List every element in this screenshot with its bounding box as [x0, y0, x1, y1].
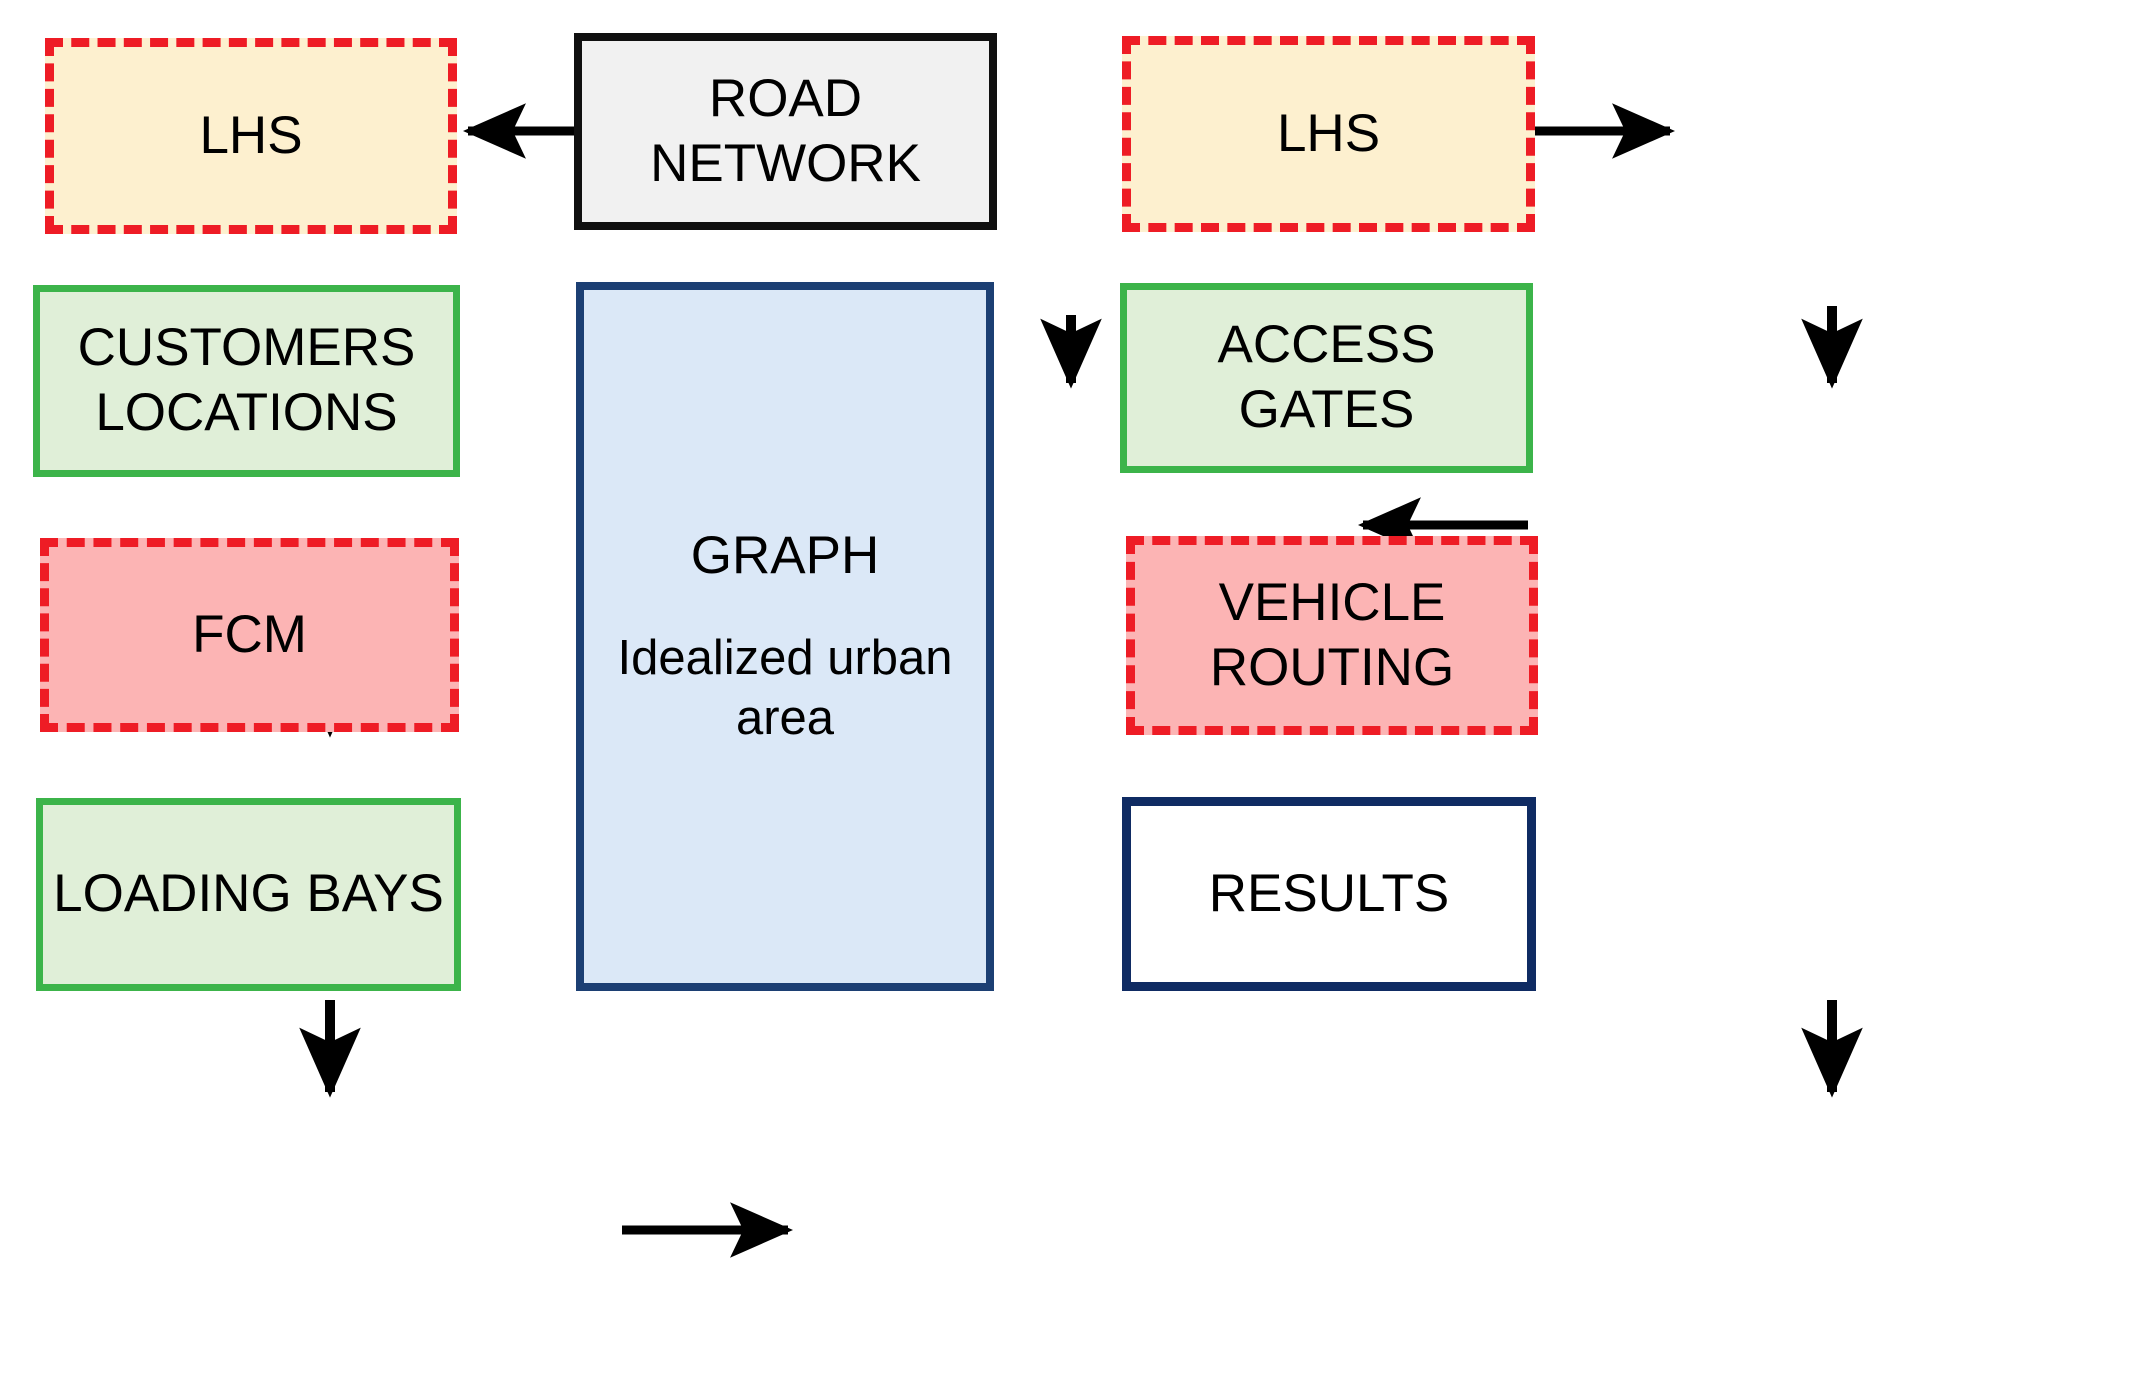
node-fcm[interactable]: FCM [40, 538, 459, 732]
node-results[interactable]: RESULTS [1122, 797, 1536, 991]
node-loading-bays[interactable]: LOADING BAYS [36, 798, 461, 991]
node-road-network-label: ROAD NETWORK [650, 68, 921, 193]
node-customers-locations-label: CUSTOMERS LOCATIONS [77, 318, 416, 442]
node-lhs-right-label: LHS [1276, 103, 1381, 163]
node-fcm-label: FCM [192, 604, 307, 664]
node-lhs-right[interactable]: LHS [1122, 36, 1535, 232]
node-lhs-left-label: LHS [199, 105, 303, 165]
node-lhs-left[interactable]: LHS [45, 38, 457, 234]
node-results-label: RESULTS [1208, 863, 1450, 923]
node-road-network[interactable]: ROAD NETWORK [574, 33, 997, 230]
node-access-gates[interactable]: ACCESS GATES [1120, 283, 1533, 473]
node-vehicle-routing-label: VEHICLE ROUTING [1209, 572, 1455, 697]
node-graph-subtitle: Idealized urban area [617, 631, 953, 745]
node-graph[interactable]: GRAPH Idealized urban area [576, 282, 994, 991]
node-loading-bays-label: LOADING BAYS [53, 864, 444, 924]
node-customers-locations[interactable]: CUSTOMERS LOCATIONS [33, 285, 460, 477]
node-access-gates-label: ACCESS GATES [1217, 315, 1436, 439]
node-graph-title: GRAPH [690, 526, 880, 586]
node-vehicle-routing[interactable]: VEHICLE ROUTING [1126, 536, 1538, 735]
